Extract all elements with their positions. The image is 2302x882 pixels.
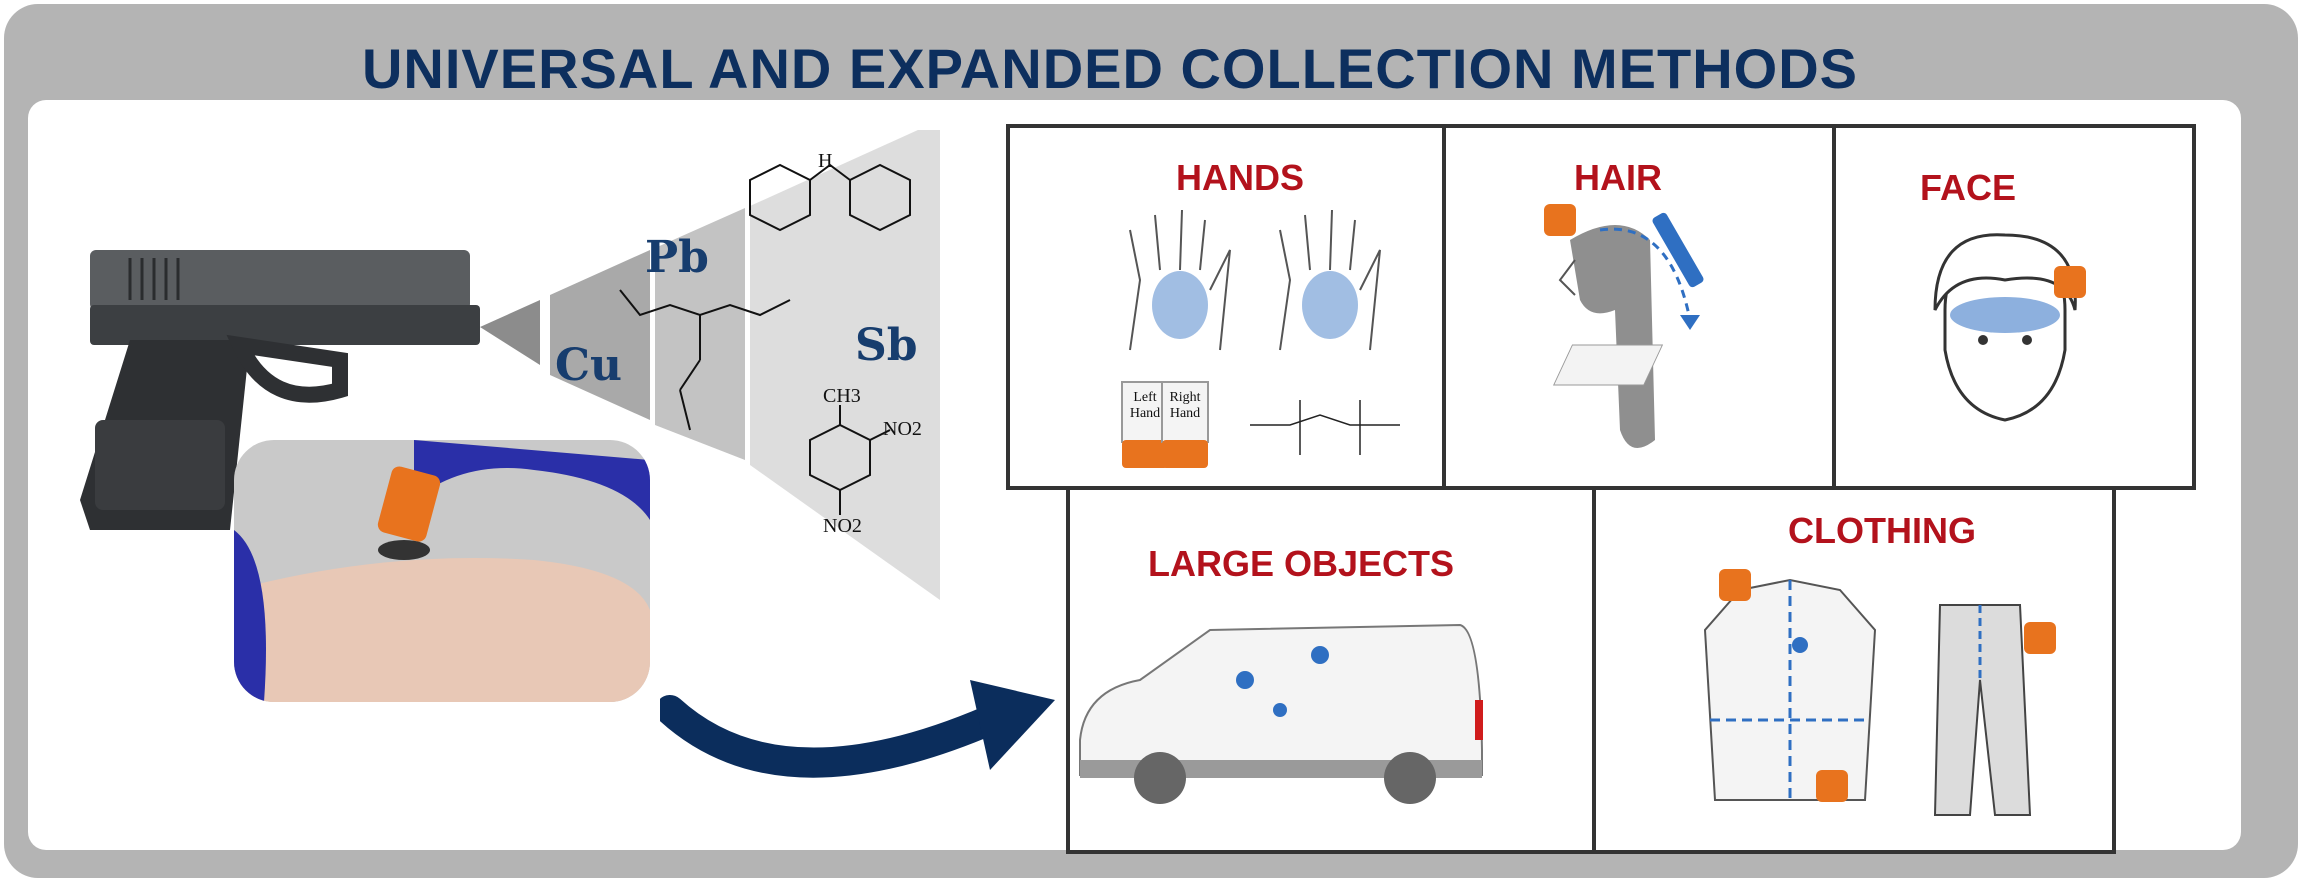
chem-no2-label-b: NO2 xyxy=(823,515,862,537)
shirt-illustration xyxy=(1703,578,1877,801)
element-sb: Sb xyxy=(855,320,918,371)
right-hand-vial-label: Right Hand xyxy=(1169,390,1201,421)
hands-panel xyxy=(1006,124,1446,490)
hands-label: HANDS xyxy=(1176,157,1305,198)
clothing-swab-icon-2 xyxy=(2024,622,2056,654)
clothing-label: CLOTHING xyxy=(1788,510,1976,551)
right-hand-vial xyxy=(1161,381,1209,468)
clothing-swab-icon xyxy=(1719,569,1751,601)
face-label: FACE xyxy=(1920,167,2017,208)
chem-h-label: H xyxy=(818,150,833,172)
large-objects-label: LARGE OBJECTS xyxy=(1148,543,1455,584)
dinitrotoluene-structure xyxy=(809,405,891,515)
face-illustration xyxy=(1933,233,2077,422)
element-pb: Pb xyxy=(645,232,709,283)
nitroglycerin-structure xyxy=(619,289,791,431)
handgun-illustration xyxy=(80,250,480,530)
hair-label: HAIR xyxy=(1574,157,1662,198)
transition-arrow xyxy=(660,680,1055,778)
chem-no2-label-a: NO2 xyxy=(883,418,922,440)
face-swab-icon xyxy=(2054,266,2086,298)
van-illustration xyxy=(1079,623,1483,804)
diphenylamine-structure xyxy=(749,163,911,232)
left-hand-vial xyxy=(1121,381,1169,468)
element-cu: Cu xyxy=(555,340,623,391)
left-hand-vial-label: Left Hand xyxy=(1129,390,1161,421)
swab-on-hand-photo xyxy=(234,440,650,702)
figure-title: UNIVERSAL AND EXPANDED COLLECTION METHOD… xyxy=(361,37,1859,100)
hair-swab-icon xyxy=(1544,204,1576,236)
pants-illustration xyxy=(1933,604,2032,816)
clothing-swab-icon-3 xyxy=(1816,770,1848,802)
hands-illustration xyxy=(1129,210,1381,351)
hair-illustration xyxy=(1552,212,1704,448)
siloxane-structure xyxy=(1250,400,1400,455)
chem-ch3-label: CH3 xyxy=(823,385,861,407)
